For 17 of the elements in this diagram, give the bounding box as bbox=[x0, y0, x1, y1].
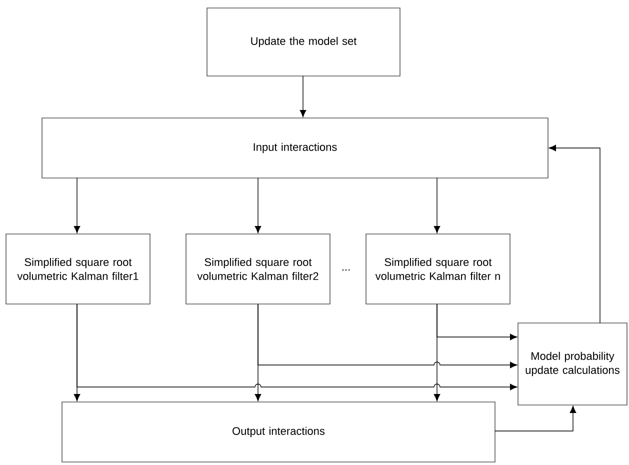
arrow bbox=[494, 406, 576, 432]
arrow bbox=[76, 304, 518, 390]
process-box: Update the model set bbox=[206, 8, 400, 76]
process-box: Input interactions bbox=[42, 118, 548, 178]
filter-box: Simplified square root volumetric Kalman filter2 bbox=[186, 234, 330, 304]
arrow bbox=[434, 178, 440, 234]
arrow bbox=[436, 304, 518, 340]
arrow bbox=[548, 144, 600, 324]
ellipsis-label: ... bbox=[342, 269, 350, 271]
filter-box: Simplified square root volumetric Kalman filter n bbox=[366, 234, 510, 304]
arrow bbox=[74, 178, 80, 234]
arrow bbox=[258, 304, 518, 368]
arrow bbox=[300, 76, 306, 118]
process-box: Output interactions bbox=[62, 402, 496, 462]
filter-box: Simplified square root volumetric Kalman filter1 bbox=[6, 234, 150, 304]
process-box: Model probability update calculations bbox=[518, 322, 628, 406]
arrow bbox=[254, 178, 262, 234]
